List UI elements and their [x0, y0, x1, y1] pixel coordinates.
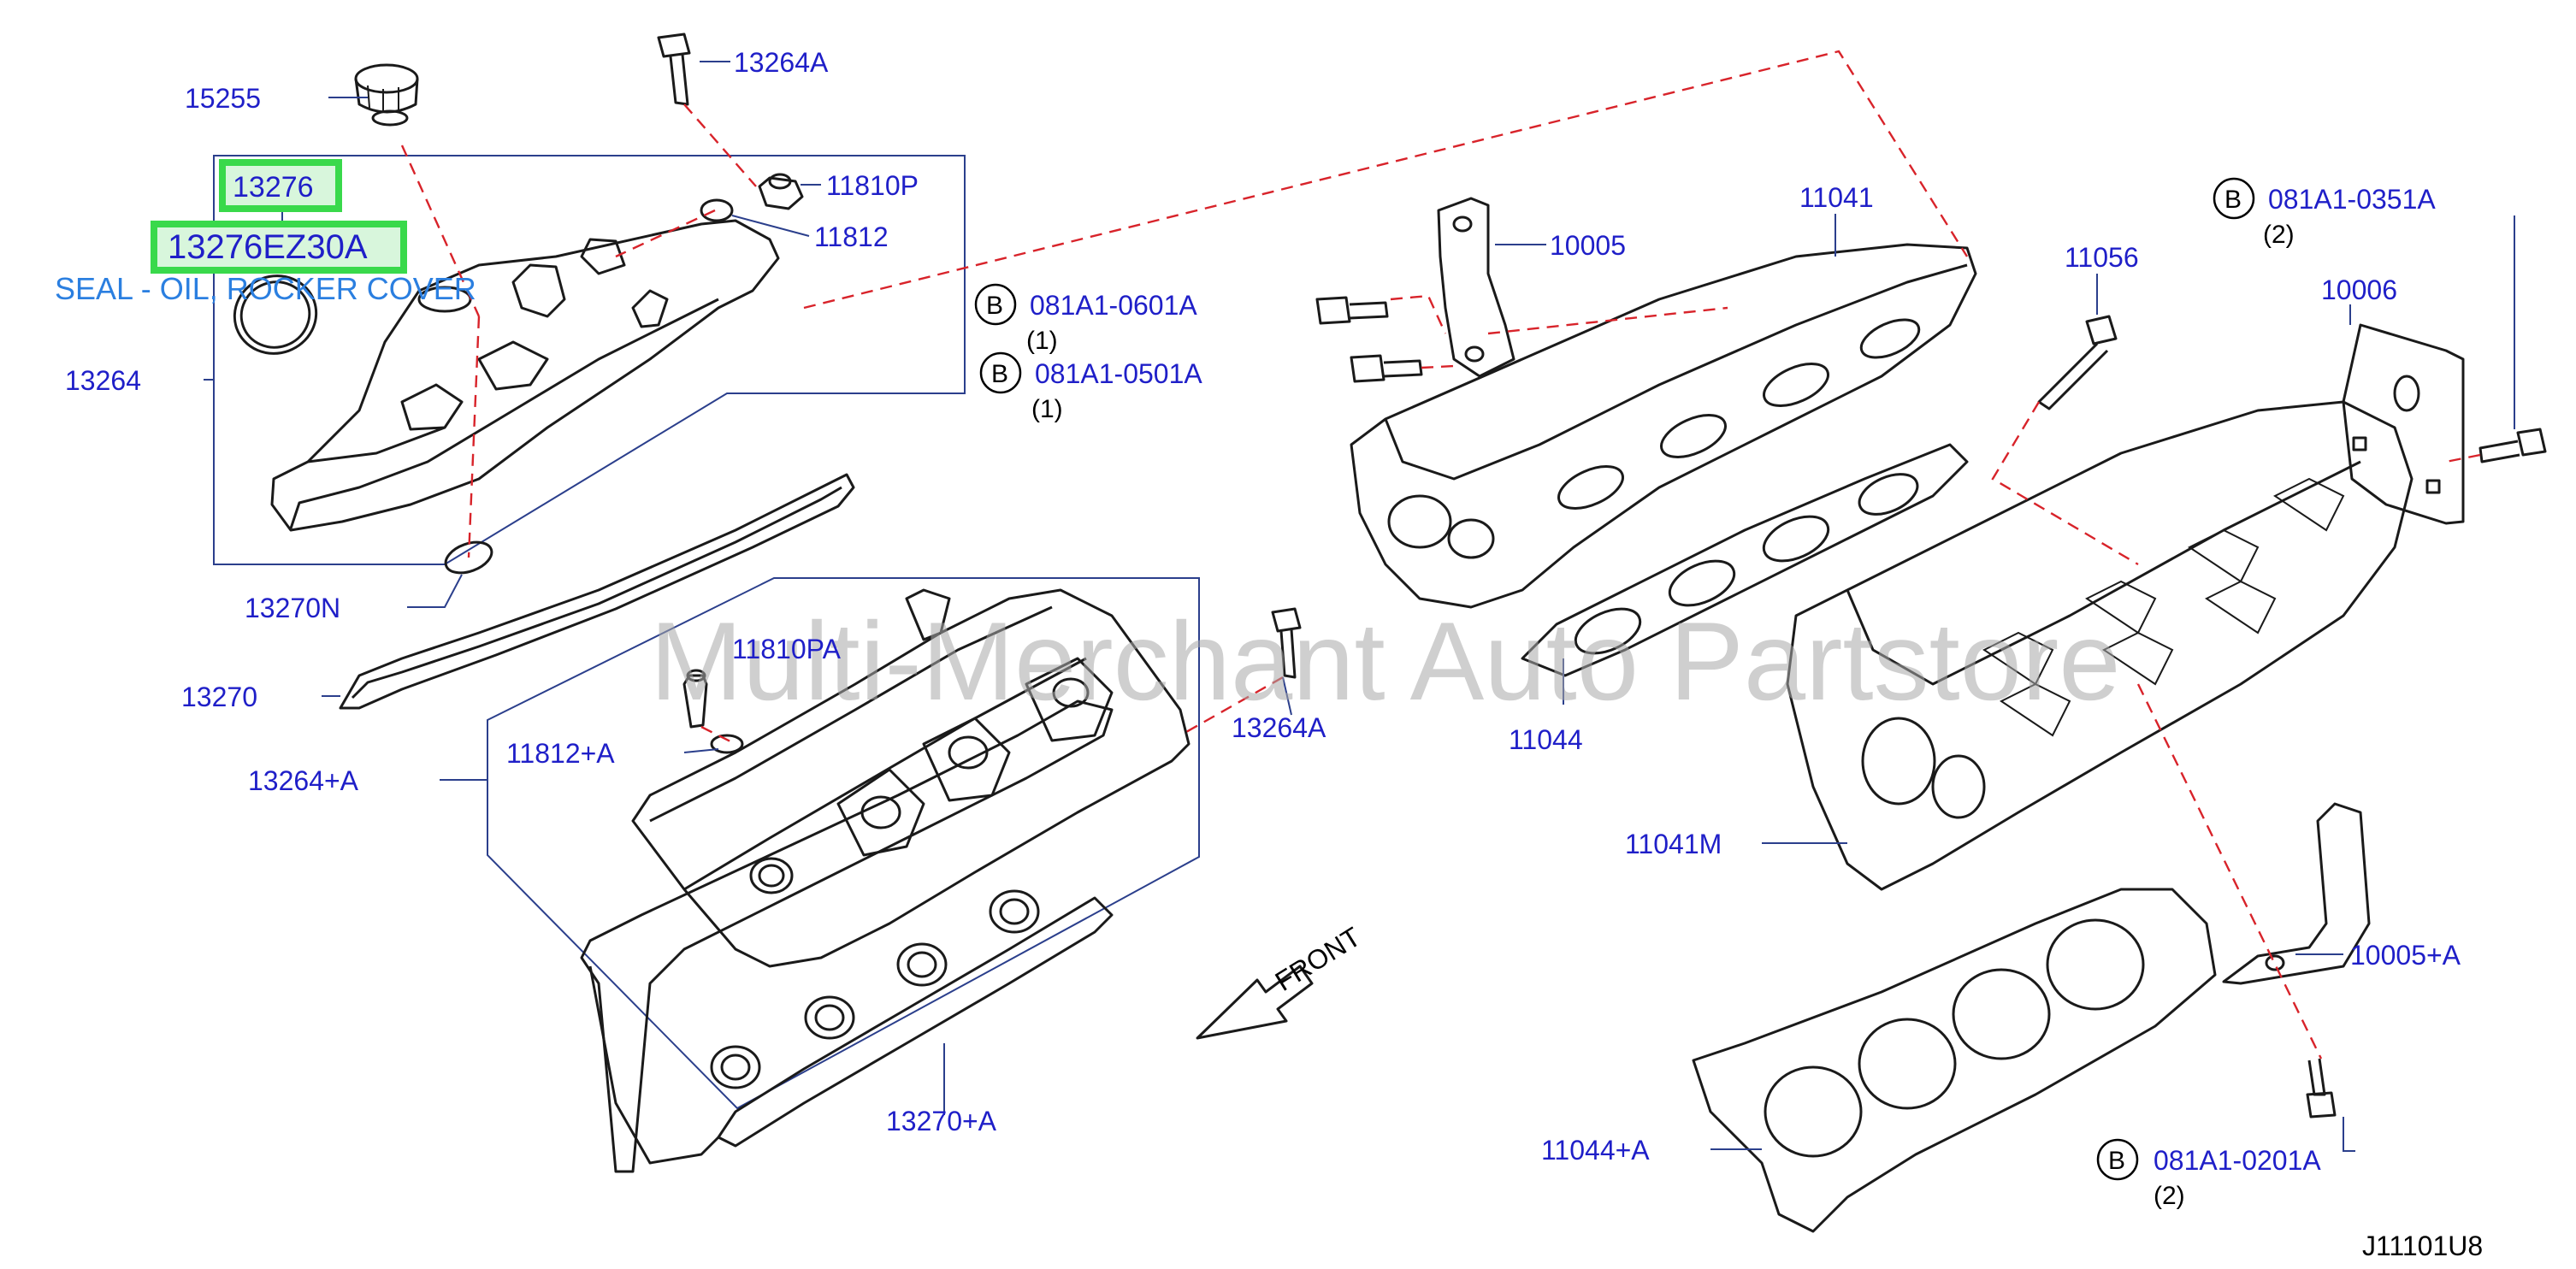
label-11044pa[interactable]: 11044+A — [1541, 1135, 1650, 1166]
bolt-quantity: (1) — [1026, 327, 1058, 355]
head-gasket-11044pa-drawing — [1692, 888, 2217, 1233]
highlight-part-main-text: 13276EZ30A — [168, 228, 368, 266]
leader-line — [683, 748, 719, 753]
label-10005[interactable]: 10005 — [1550, 230, 1626, 261]
label-11810p[interactable]: 11810P — [826, 170, 919, 201]
bolt-quantity: (2) — [2154, 1182, 2185, 1210]
bolt-symbol: B — [2108, 1147, 2125, 1175]
bolt-081a1-0601a-drawing — [1315, 296, 1389, 325]
guide-line — [1390, 294, 1447, 334]
label-15255[interactable]: 15255 — [185, 83, 261, 114]
seal-description: SEAL - OIL, ROCKER COVER — [55, 271, 476, 306]
gasket-13270-drawing — [339, 473, 855, 710]
bolt-spec-3[interactable]: B 081A1-0201A (2) — [2096, 1138, 2321, 1210]
label-11041m[interactable]: 11041M — [1625, 829, 1722, 859]
bolt-part-number: 081A1-0201A — [2154, 1145, 2321, 1176]
bolt-spec-2[interactable]: B 081A1-0351A (2) — [2213, 177, 2436, 249]
guide-line — [467, 316, 481, 558]
label-10005pa[interactable]: 10005+A — [2350, 940, 2461, 971]
label-11056[interactable]: 11056 — [2065, 242, 2139, 273]
highlight-part-top[interactable] — [219, 159, 342, 212]
bolt-081a1-0201a-drawing — [2306, 1058, 2337, 1118]
b-symbol-icon — [979, 351, 1022, 394]
label-11810pa[interactable]: 11810PA — [732, 634, 842, 664]
bracket-10006-drawing — [2342, 323, 2465, 525]
label-13264pa[interactable]: 13264+A — [248, 765, 359, 796]
label-11812[interactable]: 11812 — [814, 221, 889, 252]
rocker-cover-seal-ring — [233, 274, 318, 355]
gasket-13270n-drawing — [444, 540, 493, 575]
bolt-spec-1[interactable]: B 081A1-0501A (1) — [979, 351, 1202, 423]
bracket-10005pa-drawing — [2222, 802, 2371, 985]
rocker-cover-lower-drawing — [631, 588, 1191, 968]
cylinder-head-11041-drawing — [1350, 243, 1977, 609]
label-13264[interactable]: 13264 — [65, 365, 141, 396]
diagram-code: J11101U8 — [2362, 1231, 2483, 1261]
bolt-11056-drawing — [2037, 315, 2118, 410]
guide-line — [1991, 401, 2139, 566]
guide-line — [803, 50, 1969, 310]
leader-line — [407, 574, 463, 608]
b-symbol-icon — [974, 283, 1017, 326]
leader-line — [2343, 1117, 2355, 1152]
bolt-quantity: (2) — [2263, 221, 2295, 249]
guide-line — [1487, 306, 1728, 335]
pcv-valve-upper-drawing — [700, 173, 804, 222]
guide-line — [700, 725, 736, 746]
label-13270n[interactable]: 13270N — [245, 593, 340, 623]
rocker-cover-upper-drawing — [270, 219, 780, 532]
guide-line — [400, 145, 481, 317]
oil-filler-cap-drawing — [354, 63, 419, 127]
label-13264a-mid[interactable]: 13264A — [1232, 712, 1326, 743]
label-13270[interactable]: 13270 — [181, 682, 257, 712]
leader-line — [731, 215, 810, 237]
leader-line — [1282, 676, 1292, 716]
bolt-13264a-mid-drawing — [1271, 607, 1302, 679]
guide-line — [615, 209, 716, 258]
label-11044[interactable]: 11044 — [1509, 724, 1583, 755]
watermark-text: Multi-Merchant Auto Partstore — [650, 599, 2121, 723]
bolt-spec-0[interactable]: B 081A1-0601A (1) — [974, 283, 1197, 355]
bolt-13264a-top-drawing — [657, 32, 691, 106]
head-gasket-11044-drawing — [1521, 443, 1969, 677]
bolt-part-number: 081A1-0351A — [2268, 184, 2436, 215]
guide-line — [683, 103, 757, 187]
rocker-cover-group-box — [213, 155, 966, 565]
label-13264a-top[interactable]: 13264A — [734, 47, 829, 78]
pcv-valve-lower-drawing — [682, 669, 744, 754]
bolt-quantity: (1) — [1031, 395, 1063, 423]
label-13270pa[interactable]: 13270+A — [886, 1106, 997, 1136]
label-10006[interactable]: 10006 — [2321, 274, 2397, 305]
bolt-symbol: B — [991, 360, 1008, 388]
bolt-081a1-0501a-drawing — [1350, 354, 1423, 383]
guide-line — [2136, 683, 2323, 1059]
b-symbol-icon — [2096, 1138, 2139, 1181]
bolt-symbol: B — [2224, 186, 2242, 214]
bolt-part-number: 081A1-0501A — [1035, 358, 1202, 389]
bolt-part-number: 081A1-0601A — [1030, 290, 1197, 321]
highlight-part-top-text: 13276 — [233, 171, 314, 204]
front-label: FRONT — [1270, 921, 1367, 997]
bracket-10005-drawing — [1437, 197, 1515, 378]
guide-line — [1421, 364, 1455, 369]
label-11041[interactable]: 11041 — [1799, 182, 1874, 213]
rocker-cover-lh-group-box — [487, 577, 1200, 1110]
bolt-081a1-0351a-drawing — [2479, 428, 2547, 463]
label-11812pa[interactable]: 11812+A — [506, 738, 615, 769]
bolt-symbol: B — [986, 292, 1003, 320]
cylinder-head-11041m-drawing — [1786, 400, 2414, 891]
guide-line — [2445, 453, 2481, 463]
highlight-part-main[interactable] — [151, 221, 407, 274]
front-arrow-icon — [1196, 965, 1314, 1040]
gasket-13270pa-drawing — [580, 699, 1114, 1173]
b-symbol-icon — [2213, 177, 2255, 220]
